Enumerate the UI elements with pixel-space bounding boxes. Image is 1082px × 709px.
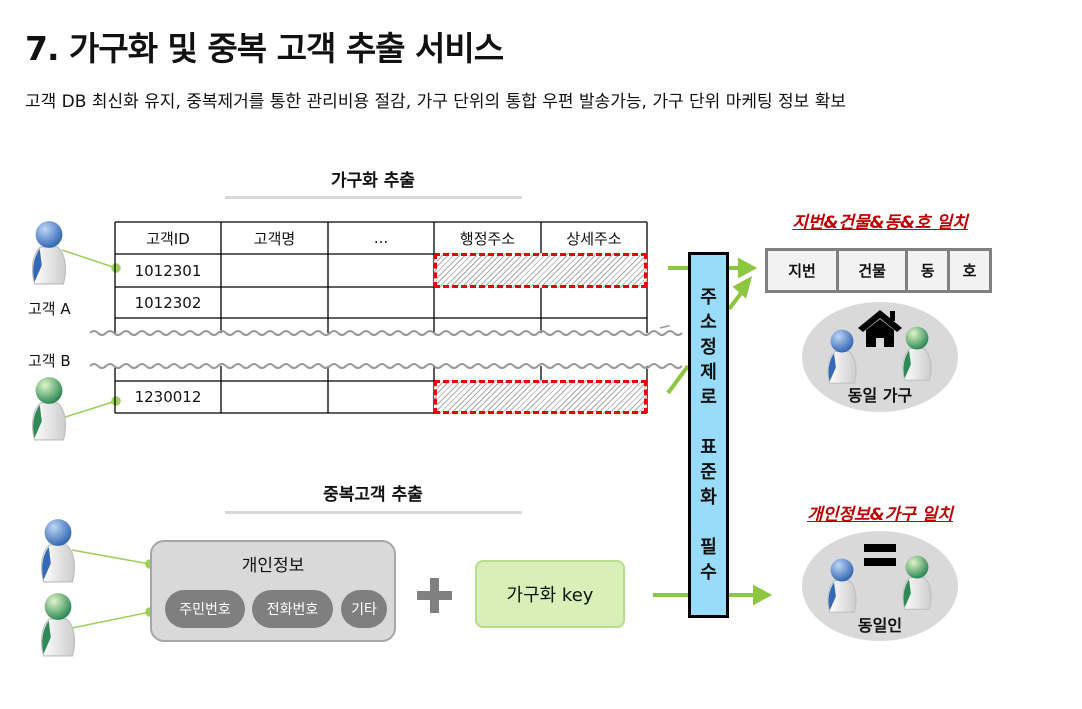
equals-icon [864,544,896,566]
field-ho: 호 [962,262,977,280]
arrow-line [666,364,690,395]
connector-line [61,249,117,269]
person-icon-green [31,376,67,441]
person-icon-green [40,592,76,657]
standardization-char: 준 [700,462,717,483]
standardization-char: 화 [700,487,717,508]
person-icon-green [902,326,932,381]
personal-info-label: 개인정보 [241,556,305,576]
house-icon [858,310,902,347]
break-wave [89,363,683,369]
pill-etc: 기타 [341,590,387,628]
person-icon-blue [31,220,67,285]
column-header: 고객명 [253,229,296,248]
standardization-char: 수 [700,562,717,583]
standardization-char: 로 [700,387,717,408]
pill-phone-number: 전화번호 [252,590,333,628]
duplicate-heading: 중복고객 추출 [323,485,423,505]
field-jibun: 지번 [768,251,840,290]
curve [659,325,670,329]
connector-dot [111,396,121,406]
customer-a-label: 고객 A [28,300,71,318]
same-household-label: 동일 가구 [847,386,913,405]
section-underline [225,196,522,199]
person-icon-green [902,555,932,610]
page-title: 7. 가구화 및 중복 고객 추출 서비스 [25,29,504,68]
standardization-char: 필 [700,537,717,558]
address-highlight [434,253,647,288]
household-heading: 가구화 추출 [330,171,416,191]
arrow-head [732,276,753,299]
pill-resident-number: 주민번호 [165,590,245,628]
connector-line [71,549,151,565]
arrow-head [738,257,758,279]
household-match-heading: 지번&건물&동&호 일치 [792,213,968,233]
person-icon-blue [827,329,857,384]
break-wave [89,330,683,336]
customer-id-cell: 1012301 [134,261,202,280]
field-dong: 동 [908,251,951,290]
standardization-char: 주 [700,287,717,308]
column-header: 행정주소 [459,229,516,248]
column-header: ... [373,229,389,247]
customer-id-cell: 1012302 [134,293,202,312]
connector-line [71,611,151,629]
column-header: 고객ID [146,229,190,248]
person-icon-blue [40,518,76,583]
arrow-line [727,290,744,311]
address-highlight [434,380,647,414]
page-subtitle: 고객 DB 최신화 유지, 중복제거를 통한 관리비용 절감, 가구 단위의 통… [25,92,846,112]
connector-dot [111,263,121,273]
plus-icon [430,578,439,613]
person-icon-blue [827,558,857,613]
standardization-char: 표 [700,437,717,458]
section-underline [225,511,522,514]
customer-id-cell: 1230012 [134,388,202,406]
connector-line [61,400,117,419]
column-header: 상세주소 [566,229,622,248]
standardization-char: 소 [700,312,717,333]
arrow-head [753,584,773,606]
person-match-heading: 개인정보&가구 일치 [807,505,953,525]
customer-b-label: 고객 B [28,352,71,370]
standardization-char: 제 [700,362,717,383]
standardization-char: 정 [700,337,717,358]
address-fields: 지번 건물 동 호 [765,248,992,293]
field-building: 건물 [839,251,909,290]
household-key-box: 가구화 key [475,560,625,628]
same-person-label: 동일인 [857,616,903,635]
